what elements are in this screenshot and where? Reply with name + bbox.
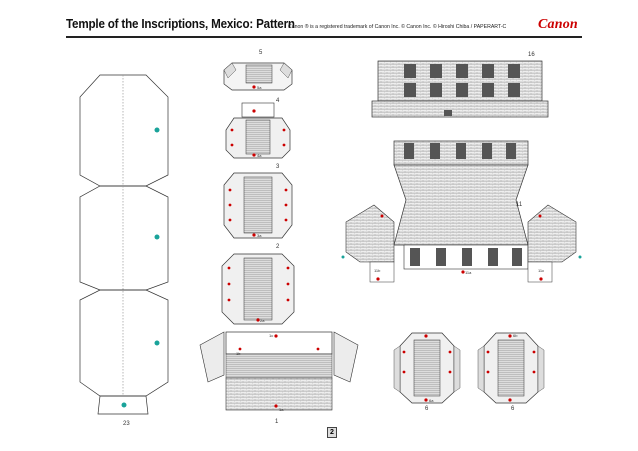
- part-number-23: 23: [123, 421, 130, 427]
- glue-marker: [121, 402, 127, 408]
- part-3: [223, 172, 293, 239]
- part-4: [225, 102, 291, 159]
- canon-logo: Canon: [538, 17, 578, 32]
- glue-marker: [154, 127, 160, 133]
- part-6a: [393, 332, 461, 404]
- part-6b: [477, 332, 545, 404]
- part-1: [199, 331, 359, 411]
- part-16: [371, 60, 549, 118]
- glue-marker: [154, 340, 160, 346]
- glue-label-11c: 11c: [538, 268, 545, 273]
- glue-label-1b: 1b: [236, 351, 241, 356]
- part-11: [341, 140, 582, 283]
- glue-label-11a: 11a: [465, 270, 472, 275]
- part-number-4: 4: [276, 98, 280, 104]
- page-title: Temple of the Inscriptions, Mexico: Patt…: [66, 17, 295, 31]
- glue-label-3a: 3a: [257, 233, 262, 238]
- part-number-6b: 6: [511, 406, 515, 412]
- part-number-5: 5: [259, 50, 263, 56]
- glue-label-6b: 6b: [513, 333, 518, 338]
- glue-label-5a: 5a: [257, 85, 262, 90]
- glue-label-4a: 4a: [257, 153, 262, 158]
- glue-label-1a: 1a: [279, 407, 284, 412]
- part-number-16: 16: [528, 52, 535, 58]
- header-rule: [66, 36, 582, 38]
- part-number-1: 1: [275, 419, 279, 425]
- glue-label-6a: 6a: [429, 398, 434, 403]
- part-number-11: 11: [516, 202, 523, 208]
- glue-label-1c: 1c: [269, 333, 274, 338]
- part-2: [221, 253, 295, 325]
- part-number-6a: 6: [425, 406, 429, 412]
- page-number: 2: [327, 427, 337, 438]
- part-number-2: 2: [276, 244, 280, 250]
- glue-label-2a: 2a: [260, 318, 265, 323]
- glue-marker: [154, 234, 160, 240]
- part-23: [79, 74, 169, 415]
- part-number-3: 3: [276, 164, 280, 170]
- glue-label-11b: 11b: [374, 268, 381, 273]
- copyright-notice: Canon ® is a registered trademark of Can…: [288, 24, 507, 30]
- part-5: [223, 62, 293, 91]
